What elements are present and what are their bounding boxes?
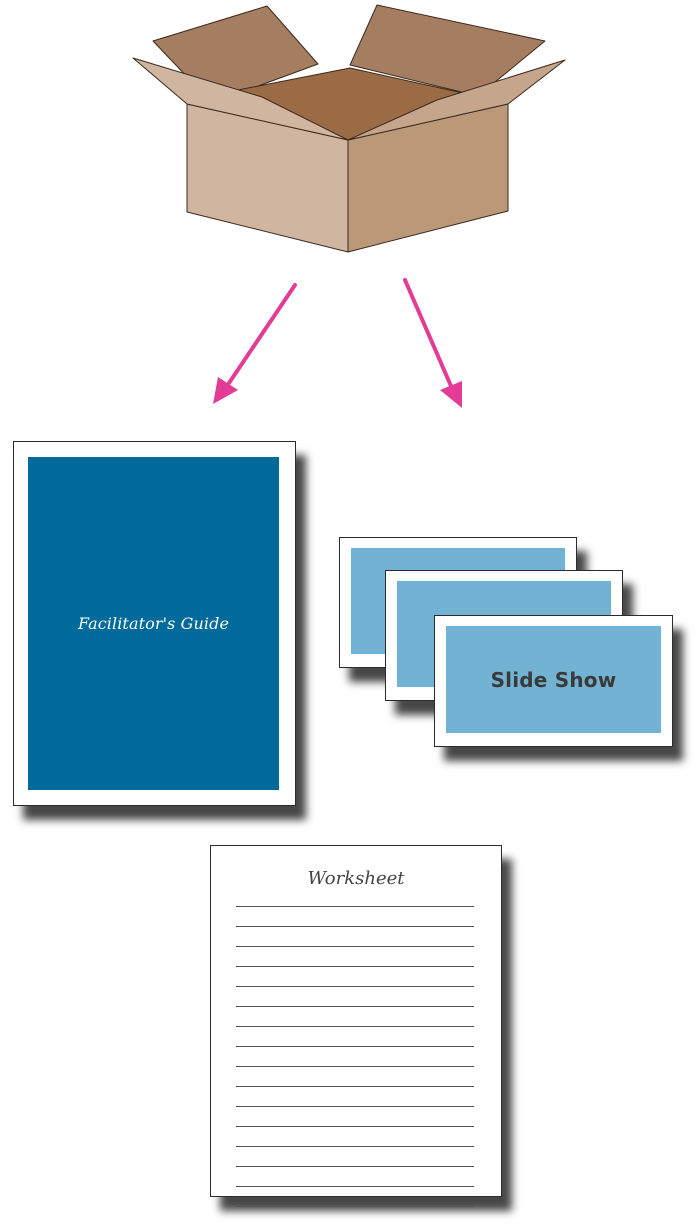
worksheet-line [236, 966, 474, 967]
slide-panel: Slide Show [446, 626, 661, 733]
worksheet-title: Worksheet [307, 868, 405, 889]
worksheet-line [236, 1026, 474, 1027]
worksheet-line [236, 906, 474, 907]
worksheet-line [236, 1126, 474, 1127]
worksheet-line [236, 1206, 474, 1207]
worksheet-page: Worksheet [210, 845, 502, 1207]
worksheet-line [236, 1166, 474, 1167]
arrow-down-right-icon [403, 278, 462, 408]
worksheet-line [236, 1106, 474, 1107]
arrow-down-left-icon [213, 283, 297, 404]
worksheet-line [236, 1066, 474, 1067]
worksheet-line [236, 946, 474, 947]
arrows [213, 278, 462, 408]
guide-title: Facilitator's Guide [77, 614, 230, 633]
worksheet-line [236, 1006, 474, 1007]
slide-show-label: Slide Show [490, 667, 617, 692]
worksheet-line [236, 1186, 474, 1187]
worksheet-line [236, 986, 474, 987]
worksheet-line [236, 926, 474, 927]
slide-card-front: Slide Show [434, 615, 673, 747]
worksheet-line [236, 1046, 474, 1047]
worksheet-line [236, 1086, 474, 1087]
guide-cover: Facilitator's Guide [28, 457, 279, 790]
cardboard-box-icon [132, 4, 566, 253]
facilitators-guide-page: Facilitator's Guide [13, 441, 296, 806]
worksheet-line [236, 1146, 474, 1147]
